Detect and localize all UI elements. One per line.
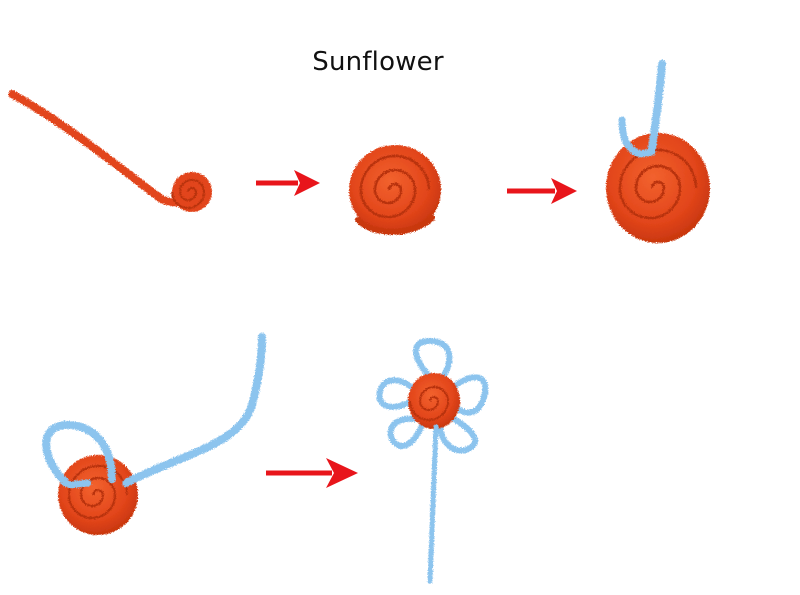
blue-stem xyxy=(430,427,436,581)
orange-pipe-cleaner xyxy=(12,94,212,212)
step-1-coil-start xyxy=(0,80,240,220)
orange-coil-disc xyxy=(408,373,460,429)
arrow-right-icon xyxy=(264,456,360,490)
step-2-coiled-disc xyxy=(340,138,450,248)
step-5-finished-flower xyxy=(370,335,500,585)
orange-coil-disc xyxy=(349,145,441,235)
arrow-right-icon xyxy=(254,168,322,198)
step-3-disc-with-blue-stem xyxy=(600,60,720,250)
arrow-right-icon xyxy=(505,176,579,206)
step-4-disc-with-petal-loop xyxy=(30,335,280,545)
